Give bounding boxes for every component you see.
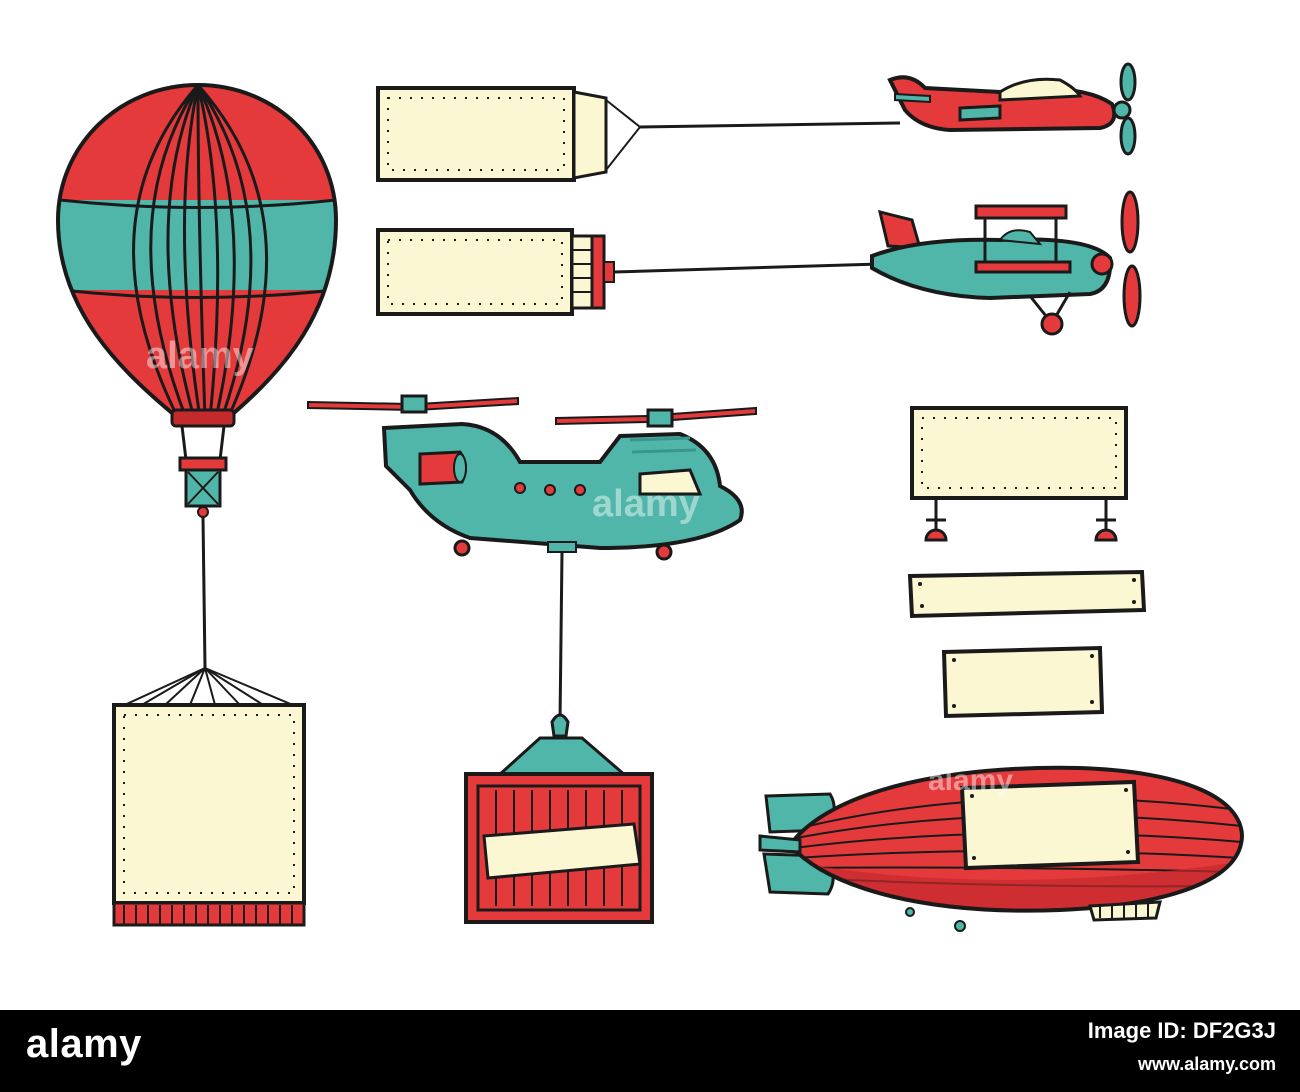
banner-sign-with-legs (910, 406, 1128, 542)
hot-air-balloon (55, 82, 339, 927)
image-id-label: Image ID: DF2G3J (1087, 1018, 1276, 1043)
blimp (758, 765, 1245, 932)
banner-biplane (376, 190, 1142, 336)
banner-plaque-small (941, 645, 1105, 719)
helicopter-with-crate (307, 394, 757, 924)
svg-text:alamy: alamy (928, 764, 1013, 797)
svg-text:alamy: alamy (592, 483, 700, 525)
svg-text:alamy: alamy (146, 335, 254, 377)
alamy-logo: alamy (26, 1022, 142, 1066)
watermark: alamy alamy alamy (146, 335, 1013, 797)
banner-strip-long (907, 569, 1147, 619)
banner-plane-top (376, 62, 1137, 182)
stock-footer-bar: alamy Image ID: DF2G3J www.alamy.com (0, 1010, 1300, 1092)
vehicles-with-banners-illustration: alamy alamy alamy (55, 62, 1245, 932)
site-url: www.alamy.com (1137, 1054, 1276, 1074)
